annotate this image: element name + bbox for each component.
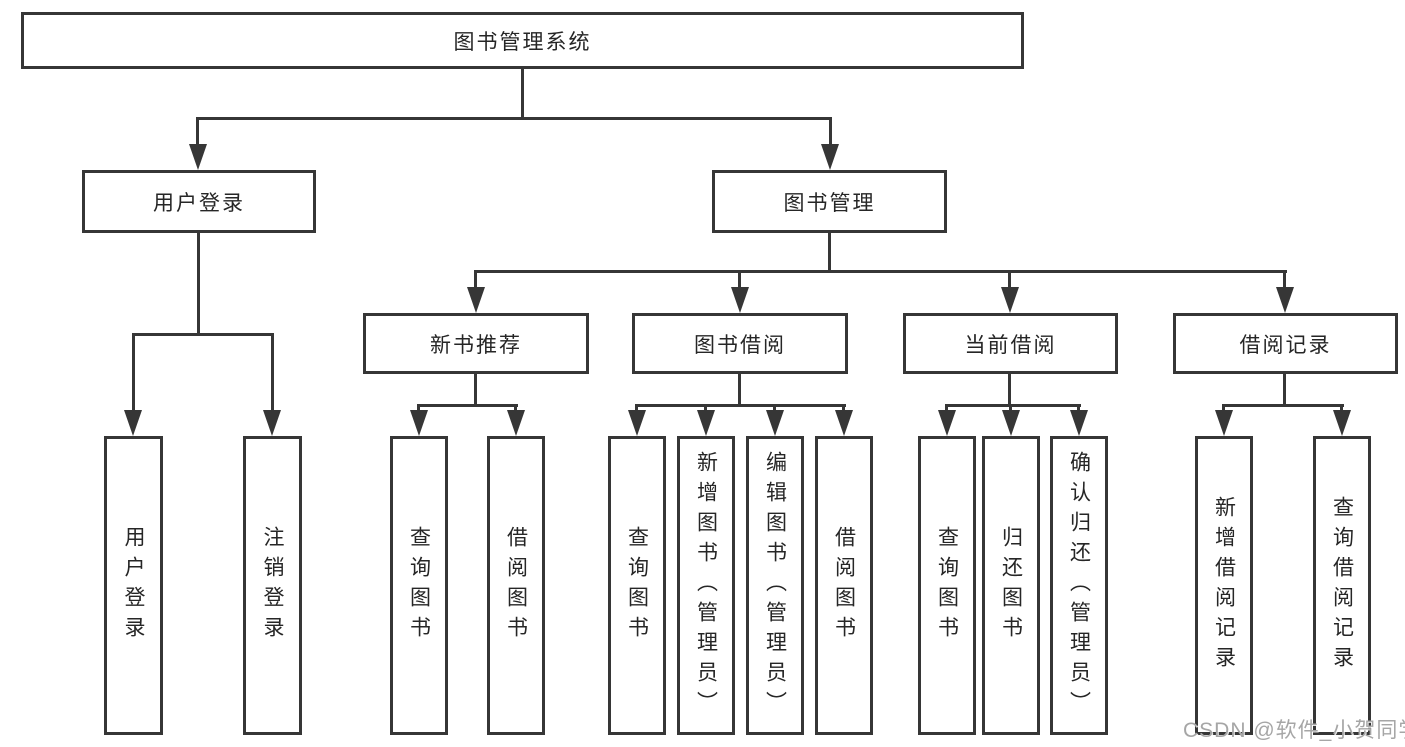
node-user-login: 用户登录 — [82, 170, 316, 233]
connector-newbooks-branch — [417, 404, 518, 407]
leaf-newbooks-borrow: 借阅图书 — [487, 436, 545, 735]
connector-bookborrow-stem — [738, 374, 741, 407]
arrowhead-icon — [628, 410, 646, 436]
arrowhead-icon — [507, 410, 525, 436]
watermark-text: CSDN @软件_小贺同学 — [1183, 719, 1405, 742]
leaf-bookborrow-add: 新增图书（管理员） — [677, 436, 735, 735]
arrowhead-icon — [124, 410, 142, 436]
leaf-bookborrow-borrow: 借阅图书 — [815, 436, 873, 735]
connector-stub — [474, 270, 477, 292]
connector-bookmgmt-stub — [829, 117, 832, 146]
leaf-logout-label: 注销登录 — [261, 525, 284, 646]
connector-stub — [271, 333, 274, 413]
node-book-borrow: 图书借阅 — [632, 313, 848, 374]
leaf-currentborrow-query: 查询图书 — [918, 436, 976, 735]
leaf-user-login-label: 用户登录 — [122, 525, 145, 646]
connector-stub — [1077, 404, 1080, 414]
leaf-bookborrow-borrow-label: 借阅图书 — [832, 525, 856, 646]
connector-userlogin-branch — [132, 333, 274, 336]
leaf-bookborrow-query-label: 查询图书 — [625, 525, 649, 646]
leaf-bookborrow-edit: 编辑图书（管理员） — [746, 436, 804, 735]
node-user-login-label: 用户登录 — [153, 191, 245, 215]
arrowhead-icon — [1070, 410, 1088, 436]
leaf-records-query: 查询借阅记录 — [1313, 436, 1371, 735]
leaf-records-add-label: 新增借阅记录 — [1212, 495, 1236, 676]
node-new-books-label: 新书推荐 — [430, 333, 522, 357]
arrowhead-icon — [189, 144, 207, 170]
arrowhead-icon — [1001, 287, 1019, 313]
connector-stub — [1283, 270, 1286, 292]
arrowhead-icon — [938, 410, 956, 436]
leaf-newbooks-query-label: 查询图书 — [407, 525, 431, 646]
connector-stub — [1008, 270, 1011, 292]
node-book-borrow-label: 图书借阅 — [694, 333, 786, 357]
arrowhead-icon — [1002, 410, 1020, 436]
connector-currentborrow-branch — [945, 404, 1081, 407]
connector-bookborrow-branch — [635, 404, 846, 407]
node-current-borrow-label: 当前借阅 — [964, 333, 1057, 357]
arrowhead-icon — [1215, 410, 1233, 436]
leaf-currentborrow-confirm-label: 确认归还（管理员） — [1067, 450, 1091, 721]
connector-stub — [635, 404, 638, 414]
connector-stub — [738, 270, 741, 292]
leaf-bookborrow-edit-label: 编辑图书（管理员） — [763, 450, 787, 721]
leaf-bookborrow-query: 查询图书 — [608, 436, 666, 735]
node-borrow-records: 借阅记录 — [1173, 313, 1398, 374]
node-book-mgmt-label: 图书管理 — [783, 191, 876, 215]
leaf-records-query-label: 查询借阅记录 — [1330, 495, 1354, 676]
leaf-currentborrow-query-label: 查询图书 — [935, 525, 959, 646]
connector-bookmgmt-branch — [474, 270, 1287, 273]
leaf-user-login: 用户登录 — [104, 436, 163, 735]
arrowhead-icon — [835, 410, 853, 436]
connector-stub — [132, 333, 135, 413]
connector-stub — [514, 404, 517, 414]
arrowhead-icon — [821, 144, 839, 170]
connector-stub — [1009, 404, 1012, 414]
connector-stub — [773, 404, 776, 414]
arrowhead-icon — [731, 287, 749, 313]
node-current-borrow: 当前借阅 — [903, 313, 1118, 374]
connector-borrowrecords-stem — [1283, 374, 1286, 407]
connector-bookmgmt-stem — [828, 233, 831, 273]
connector-stub — [842, 404, 845, 414]
node-book-mgmt: 图书管理 — [712, 170, 947, 233]
connector-stub — [945, 404, 948, 414]
node-library-system: 图书管理系统 — [21, 12, 1024, 69]
node-new-books: 新书推荐 — [363, 313, 589, 374]
leaf-logout: 注销登录 — [243, 436, 302, 735]
arrowhead-icon — [1276, 287, 1294, 313]
arrowhead-icon — [263, 410, 281, 436]
connector-root-branch — [196, 117, 832, 120]
leaf-currentborrow-return: 归还图书 — [982, 436, 1040, 735]
connector-borrowrecords-branch — [1222, 404, 1344, 407]
leaf-records-add: 新增借阅记录 — [1195, 436, 1253, 735]
leaf-newbooks-borrow-label: 借阅图书 — [504, 525, 528, 646]
arrowhead-icon — [410, 410, 428, 436]
node-library-system-label: 图书管理系统 — [453, 30, 592, 54]
connector-stub — [1340, 404, 1343, 414]
node-borrow-records-label: 借阅记录 — [1239, 333, 1332, 357]
arrowhead-icon — [766, 410, 784, 436]
connector-stub — [417, 404, 420, 414]
connector-stub — [704, 404, 707, 414]
leaf-currentborrow-return-label: 归还图书 — [999, 525, 1023, 646]
connector-userlogin-stub — [196, 117, 199, 146]
arrowhead-icon — [697, 410, 715, 436]
leaf-currentborrow-confirm: 确认归还（管理员） — [1050, 436, 1108, 735]
arrowhead-icon — [467, 287, 485, 313]
connector-userlogin-stem — [197, 233, 200, 336]
connector-stub — [1222, 404, 1225, 414]
arrowhead-icon — [1333, 410, 1351, 436]
connector-currentborrow-stem — [1008, 374, 1011, 407]
leaf-bookborrow-add-label: 新增图书（管理员） — [694, 450, 718, 721]
connector-newbooks-stem — [474, 374, 477, 407]
leaf-newbooks-query: 查询图书 — [390, 436, 448, 735]
connector-root-stem — [521, 68, 524, 120]
